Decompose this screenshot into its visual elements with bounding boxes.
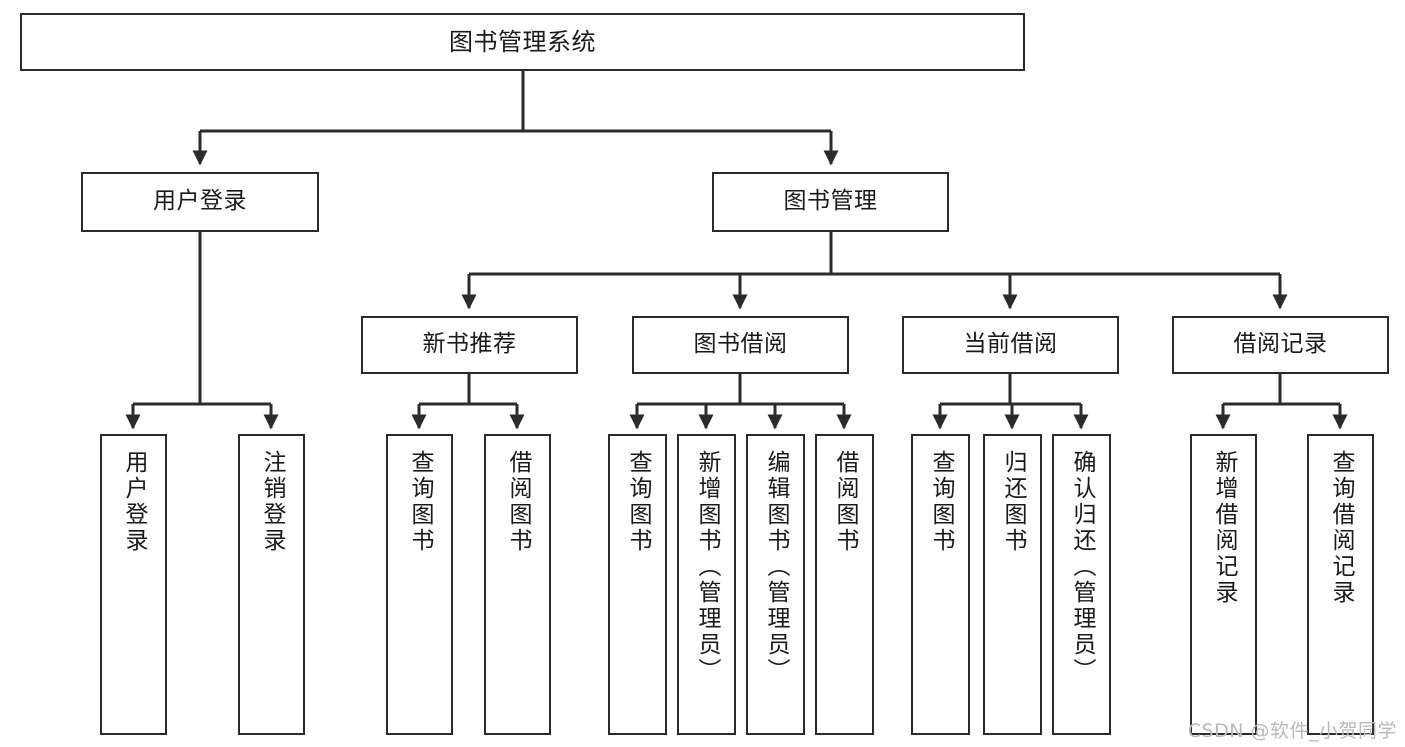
node-root-label: 图书管理系统 [449,27,596,56]
node-leaf-add-record[interactable]: 新增借阅记录 [1190,434,1257,735]
node-leaf-user-login-label: 用户登录 [121,450,147,554]
node-leaf-user-login[interactable]: 用户登录 [100,434,167,735]
node-leaf-edit-book[interactable]: 编辑图书（管理员） [746,434,805,735]
node-new-book-rec[interactable]: 新书推荐 [361,316,578,374]
watermark-text: CSDN @软件_小贺同学 [1187,720,1397,742]
node-book-borrow[interactable]: 图书借阅 [632,316,849,374]
node-leaf-query-book-1[interactable]: 查询图书 [386,434,453,735]
node-leaf-query-record[interactable]: 查询借阅记录 [1307,434,1374,735]
node-root[interactable]: 图书管理系统 [20,13,1025,71]
node-book-mgmt-label: 图书管理 [783,188,878,215]
node-user-login[interactable]: 用户登录 [81,172,319,232]
node-current-loan[interactable]: 当前借阅 [902,316,1119,374]
node-loan-record-label: 借阅记录 [1233,331,1328,358]
node-leaf-confirm-return[interactable]: 确认归还（管理员） [1052,434,1111,735]
node-leaf-confirm-return-label: 确认归还（管理员） [1069,450,1095,684]
node-leaf-query-book-3-label: 查询图书 [928,450,954,554]
node-leaf-user-logout-label: 注销登录 [259,450,285,554]
node-leaf-add-book-label: 新增图书（管理员） [694,450,720,684]
node-new-book-rec-label: 新书推荐 [422,331,517,358]
node-leaf-user-logout[interactable]: 注销登录 [238,434,305,735]
node-leaf-query-book-1-label: 查询图书 [407,450,433,554]
node-leaf-add-record-label: 新增借阅记录 [1211,450,1237,606]
node-leaf-query-book-2-label: 查询图书 [625,450,651,554]
node-leaf-return-book-label: 归还图书 [1000,450,1026,554]
node-leaf-add-book[interactable]: 新增图书（管理员） [677,434,736,735]
node-leaf-query-book-2[interactable]: 查询图书 [608,434,667,735]
node-leaf-edit-book-label: 编辑图书（管理员） [763,450,789,684]
node-leaf-borrow-book-1-label: 借阅图书 [505,450,531,554]
node-book-borrow-label: 图书借阅 [693,331,788,358]
node-leaf-borrow-book-2-label: 借阅图书 [832,450,858,554]
node-loan-record[interactable]: 借阅记录 [1172,316,1389,374]
node-leaf-borrow-book-1[interactable]: 借阅图书 [484,434,551,735]
node-leaf-borrow-book-2[interactable]: 借阅图书 [815,434,874,735]
node-user-login-label: 用户登录 [153,188,247,215]
node-leaf-query-book-3[interactable]: 查询图书 [911,434,970,735]
node-book-mgmt[interactable]: 图书管理 [712,172,949,232]
node-current-loan-label: 当前借阅 [963,331,1058,358]
node-leaf-query-record-label: 查询借阅记录 [1328,450,1354,606]
node-leaf-return-book[interactable]: 归还图书 [983,434,1042,735]
